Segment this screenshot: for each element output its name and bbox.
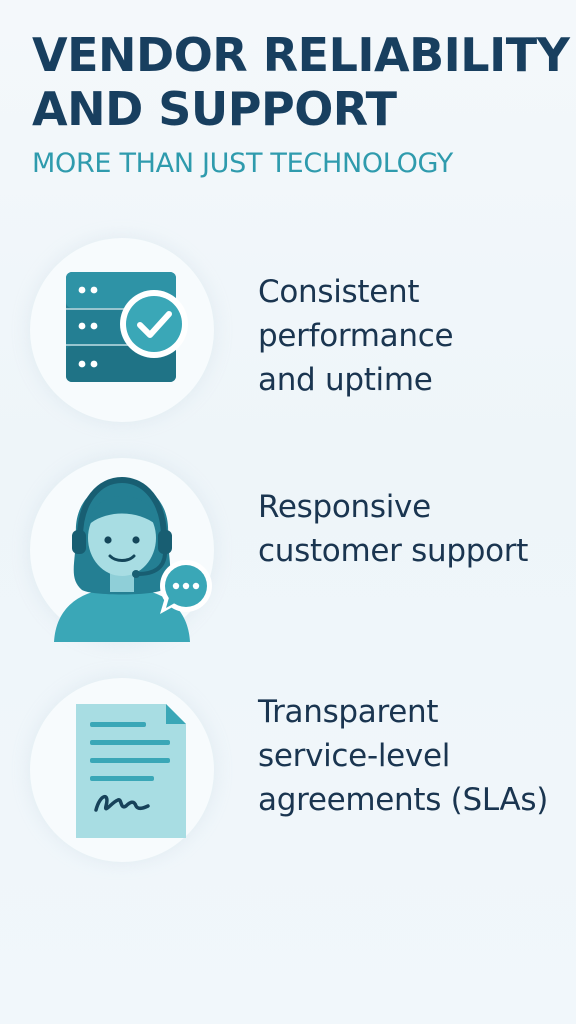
feature-text-support: Responsive customer support xyxy=(258,485,528,573)
feature-line: customer support xyxy=(258,533,529,569)
feature-line: Consistent xyxy=(258,274,420,310)
page-title: VENDOR RELIABILITY AND SUPPORT xyxy=(32,28,570,136)
feature-text-performance: Consistent performance and uptime xyxy=(258,270,454,402)
feature-line: and uptime xyxy=(258,362,433,398)
feature-icon-circle xyxy=(30,458,214,642)
feature-line: Transparent xyxy=(258,694,439,730)
feature-text-sla: Transparent service-level agreements (SL… xyxy=(258,690,548,822)
page-subtitle: MORE THAN JUST TECHNOLOGY xyxy=(32,148,453,179)
feature-icon-circle xyxy=(30,238,214,422)
server-check-icon xyxy=(66,272,188,382)
feature-line: Responsive xyxy=(258,489,431,525)
signed-document-icon xyxy=(76,704,186,838)
support-agent-icon xyxy=(54,476,212,642)
feature-line: agreements (SLAs) xyxy=(258,782,549,818)
feature-line: performance xyxy=(258,318,454,354)
title-line-1: VENDOR RELIABILITY xyxy=(32,28,570,82)
feature-line: service-level xyxy=(258,738,451,774)
title-line-2: AND SUPPORT xyxy=(32,82,397,136)
feature-icon-circle xyxy=(30,678,214,862)
